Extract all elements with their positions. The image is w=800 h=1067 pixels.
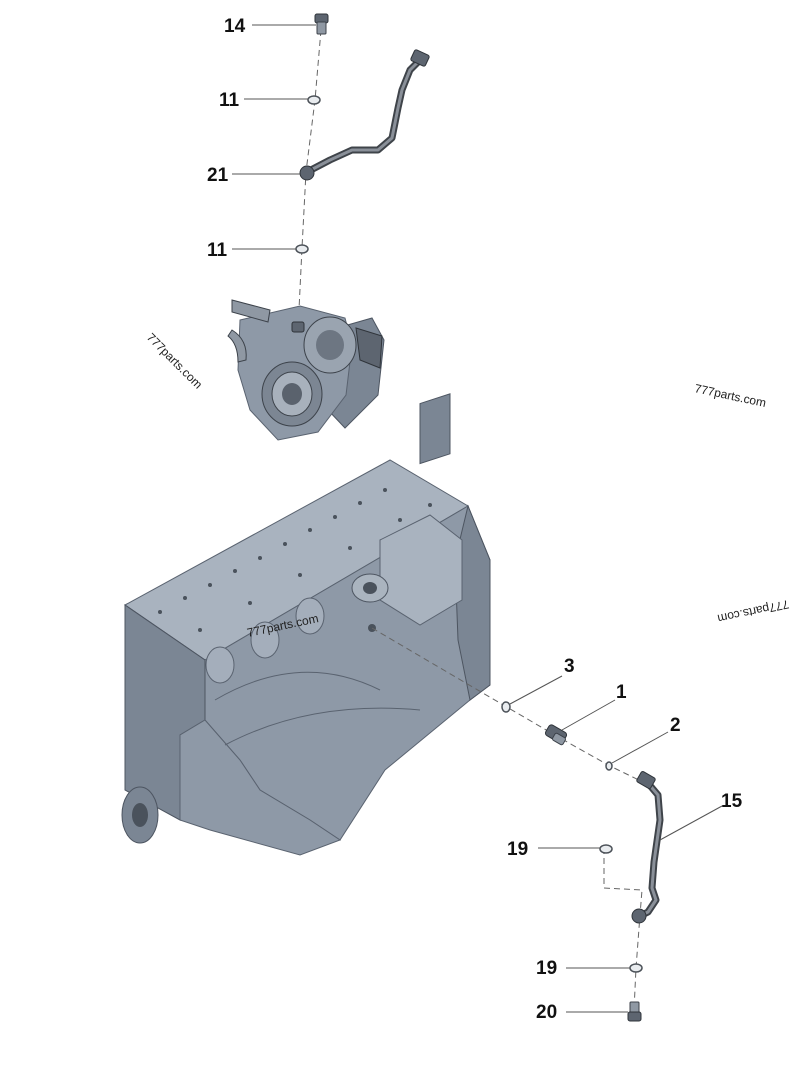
callout-11-lower: 11 — [207, 240, 228, 261]
o-ring-2[interactable] — [605, 761, 613, 771]
leader-3 — [509, 675, 563, 705]
oil-supply-tube-21[interactable] — [299, 49, 430, 181]
sealing-washer-11-upper[interactable] — [307, 95, 321, 105]
callout-19-lower: 19 — [536, 958, 557, 979]
leader-2 — [611, 731, 669, 764]
sealing-washer-19-upper[interactable] — [599, 844, 613, 854]
callout-2: 2 — [670, 715, 681, 736]
watermark-right-upside-down: 777parts.com — [716, 597, 790, 626]
drain-axis-line — [603, 848, 643, 1011]
callout-21: 21 — [207, 165, 229, 186]
oil-drain-tube-15[interactable] — [631, 771, 664, 924]
callout-1: 1 — [616, 682, 627, 703]
callout-11-upper: 11 — [219, 90, 240, 111]
o-ring-3[interactable] — [501, 701, 511, 713]
callout-19-upper: 19 — [507, 839, 528, 860]
watermark-right: 777parts.com — [693, 381, 767, 410]
callout-20: 20 — [536, 1002, 557, 1023]
watermark-left-rotated: 777parts.com — [144, 330, 205, 391]
turbocharger[interactable] — [227, 299, 385, 441]
banjo-bolt-14[interactable] — [314, 13, 329, 35]
leader-15 — [659, 805, 723, 841]
callout-3: 3 — [564, 656, 575, 677]
sealing-washer-11-lower[interactable] — [295, 244, 309, 254]
leader-1 — [561, 699, 616, 731]
banjo-bolt-20[interactable] — [627, 1001, 642, 1022]
sealing-washer-19-lower[interactable] — [629, 963, 643, 973]
engine-block[interactable] — [121, 393, 491, 856]
callout-14: 14 — [224, 16, 246, 37]
callout-15: 15 — [721, 791, 743, 812]
lower-axis-line — [371, 627, 646, 784]
adapter-fitting-1[interactable] — [544, 724, 568, 746]
